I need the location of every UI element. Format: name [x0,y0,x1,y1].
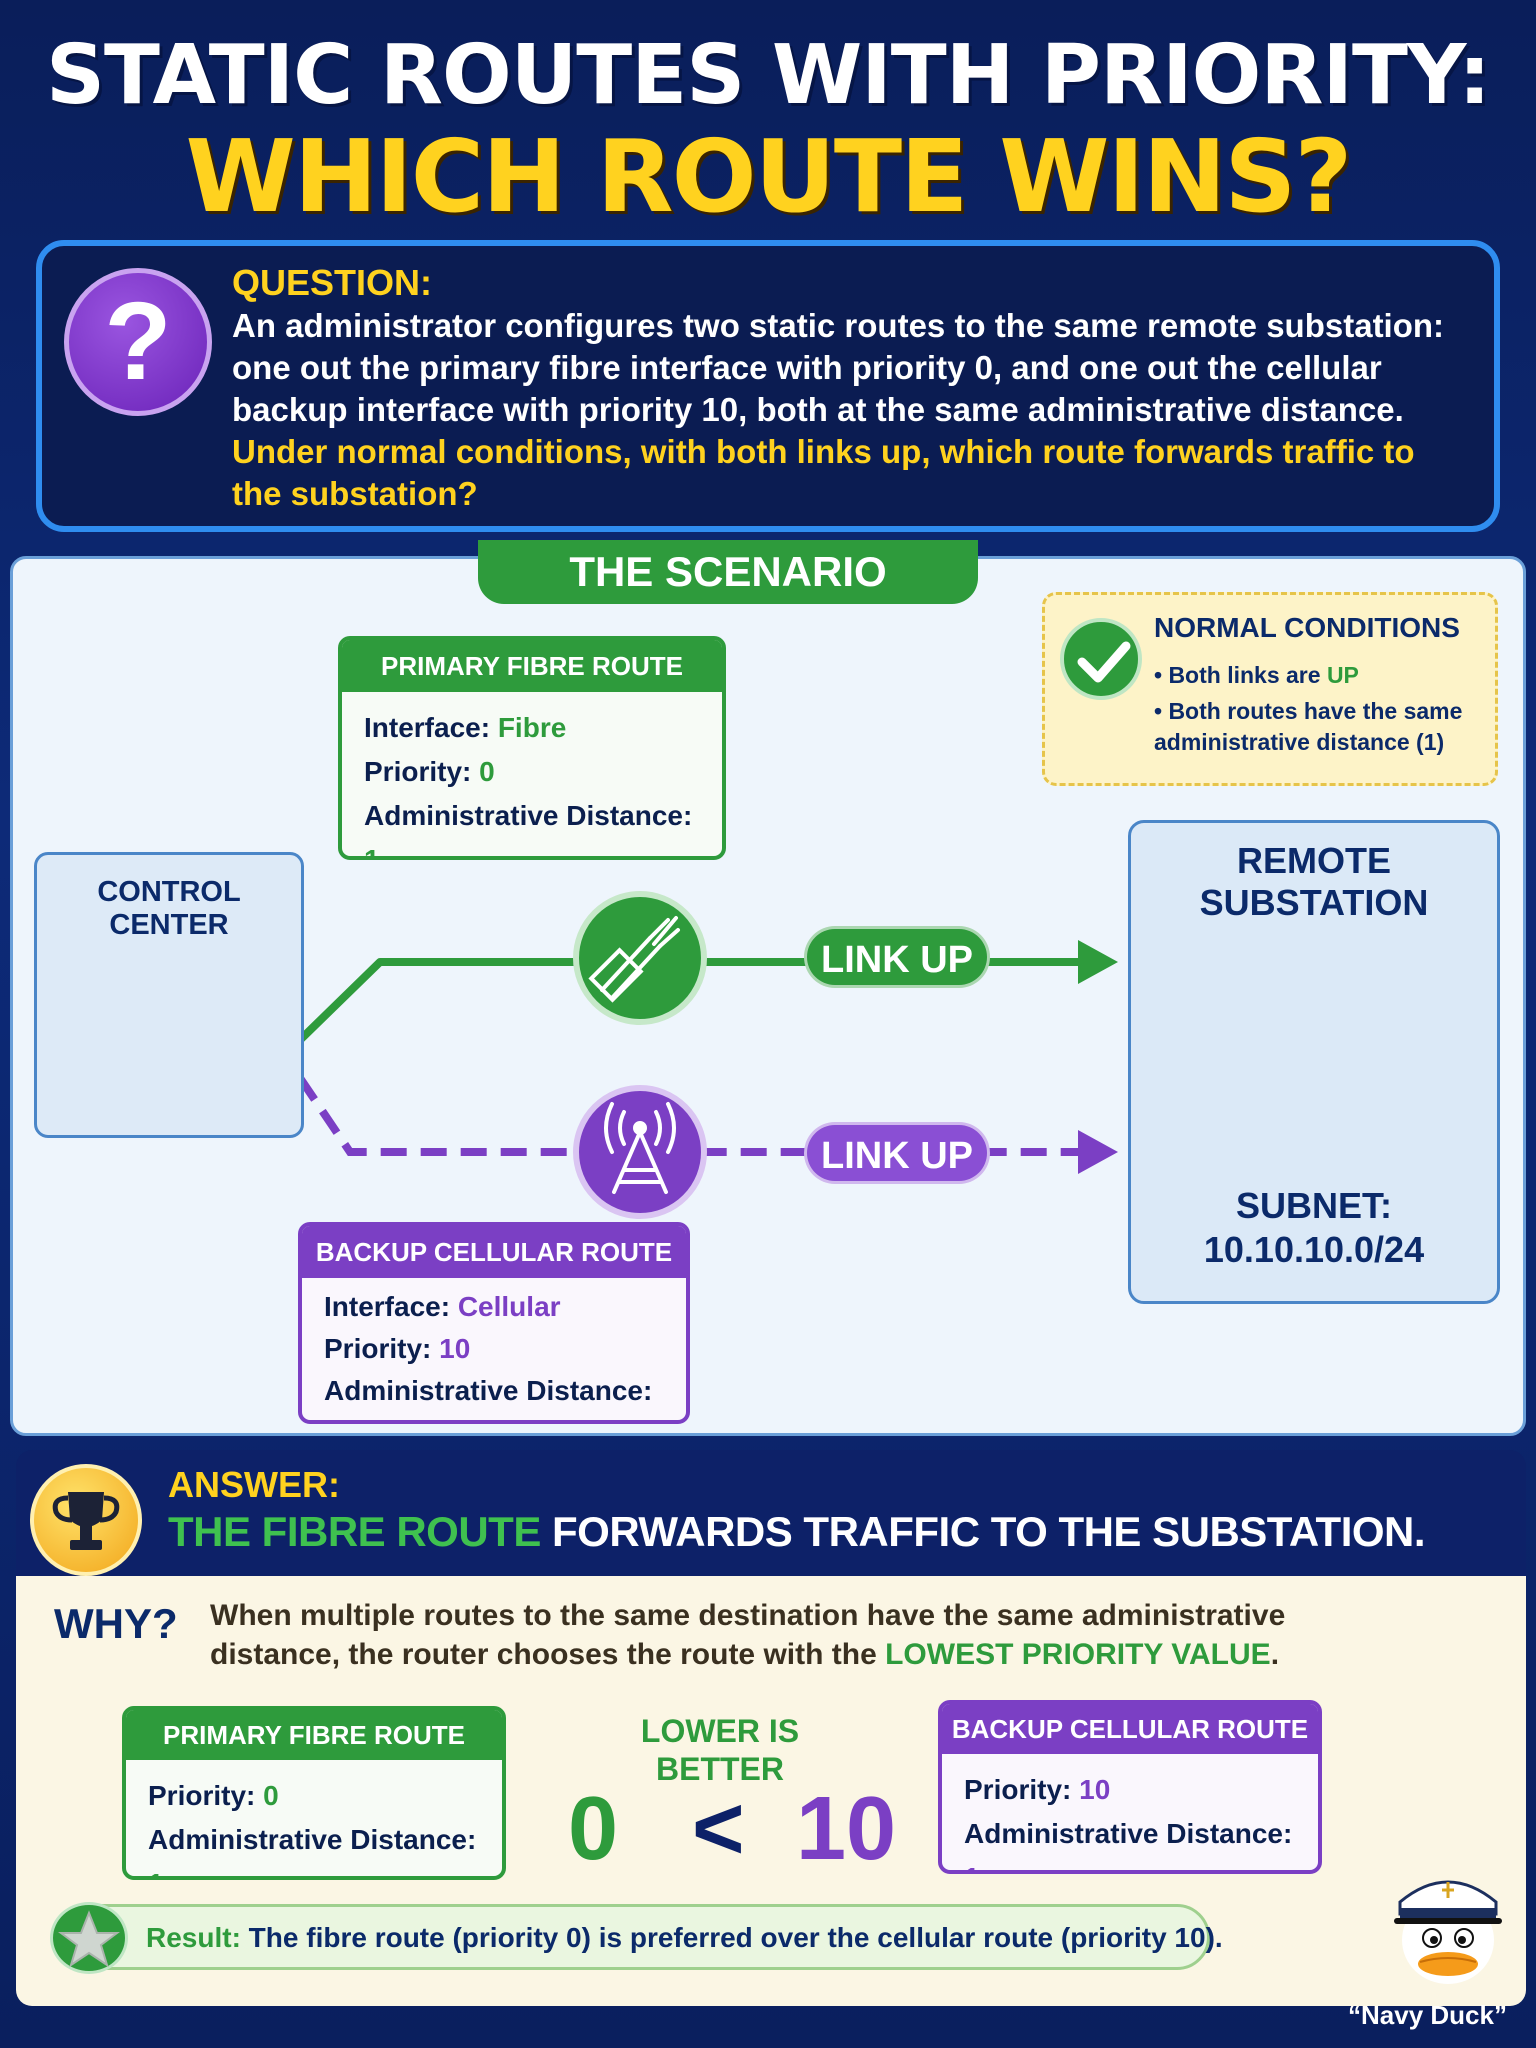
why-highlight: LOWEST PRIORITY VALUE [885,1638,1271,1671]
answer-primary-card: PRIMARY FIBRE ROUTE Priority: 0 Administ… [122,1706,506,1880]
control-center-box [34,852,304,1138]
ad-label: Administrative Distance: [324,1375,653,1406]
scenario-header: THE SCENARIO [478,540,978,604]
result-bar [54,1904,1210,1970]
navy-duck-mascot-icon [1394,1880,1502,1984]
remote-substation-title: REMOTE SUBSTATION [1199,840,1429,923]
subnet-value: 10.10.10.0/24 [1203,1229,1425,1270]
answer-backup-card: BACKUP CELLULAR ROUTE Priority: 10 Admin… [938,1700,1322,1874]
ad-label: Administrative Distance: [364,800,693,831]
check-mark-overlay-icon [1077,641,1131,683]
remote-substation-box [1128,820,1500,1304]
check-circle-icon [1060,618,1142,700]
interface-value: Fibre [497,712,567,743]
interface-label: Interface: [364,712,498,743]
question-box [36,240,1500,532]
normal-conditions-item-1: • Both links are UP [1154,662,1359,688]
comparison-right-value: 10 [796,1779,897,1879]
primary-arrow-icon [1078,940,1118,984]
result-text: Result: The fibre route (priority 0) is … [146,1922,1223,1953]
interface-value: Cellular [457,1291,561,1322]
backup-route-card: BACKUP CELLULAR ROUTE Interface: Cellula… [298,1222,690,1424]
link-up-primary-pill: LINK UP [804,926,990,988]
trophy-icon [30,1464,142,1576]
answer-header [16,1450,1526,1576]
priority-label: Priority: [364,756,480,787]
priority-value: 10 [439,1333,471,1364]
ad-value: 1 [964,1862,980,1870]
priority-label: Priority: [324,1333,440,1364]
cell-tower-icon [573,1085,707,1219]
primary-route-card: PRIMARY FIBRE ROUTE Interface: Fibre Pri… [338,636,726,860]
backup-route-card-title: BACKUP CELLULAR ROUTE [302,1226,686,1278]
question-text: An administrator configures two static r… [232,307,1445,428]
priority-value: 10 [1079,1774,1111,1805]
links-up-value: UP [1326,662,1359,688]
result-label: Result: [146,1922,241,1953]
link-up-backup-pill: LINK UP [804,1122,990,1184]
ad-value: 1 [324,1417,340,1420]
question-mark-icon: ? [64,268,212,416]
normal-conditions-item-2: • Both routes have the same administrati… [1154,698,1463,755]
title-line-1: STATIC ROUTES WITH PRIORITY: [45,28,1491,123]
priority-value: 0 [263,1780,279,1811]
lower-is-better-caption: LOWER IS BETTER [640,1713,800,1787]
subnet-info: SUBNET: 10.10.10.0/24 [1128,1184,1500,1272]
why-label: WHY? [54,1600,178,1647]
comparison-operator: < [692,1779,745,1879]
answer-label: ANSWER: [168,1464,340,1505]
ad-value: 1 [148,1868,164,1876]
title-line-2: WHICH ROUTE WINS? [185,118,1353,235]
answer-highlight: THE FIBRE ROUTE [168,1508,541,1555]
why-text: When multiple routes to the same destina… [210,1599,1286,1671]
comparison-left-value: 0 [568,1779,619,1879]
mascot-label: “Navy Duck” [1348,2000,1507,2030]
priority-value: 0 [479,756,495,787]
control-center-label: CONTROL CENTER [97,876,241,941]
interface-label: Interface: [324,1291,458,1322]
fibre-icon [573,891,707,1025]
question-label: QUESTION: [232,262,433,303]
answer-primary-card-title: PRIMARY FIBRE ROUTE [126,1710,502,1760]
primary-route-card-title: PRIMARY FIBRE ROUTE [342,640,722,692]
question-highlight: Under normal conditions, with both links… [232,433,1415,512]
normal-conditions-title: NORMAL CONDITIONS [1154,612,1460,643]
ad-value: 1 [364,844,380,860]
answer-text: THE FIBRE ROUTE FORWARDS TRAFFIC TO THE … [168,1508,1426,1555]
backup-arrow-icon [1078,1130,1118,1174]
star-icon [50,1902,128,1974]
answer-backup-card-title: BACKUP CELLULAR ROUTE [942,1704,1318,1754]
